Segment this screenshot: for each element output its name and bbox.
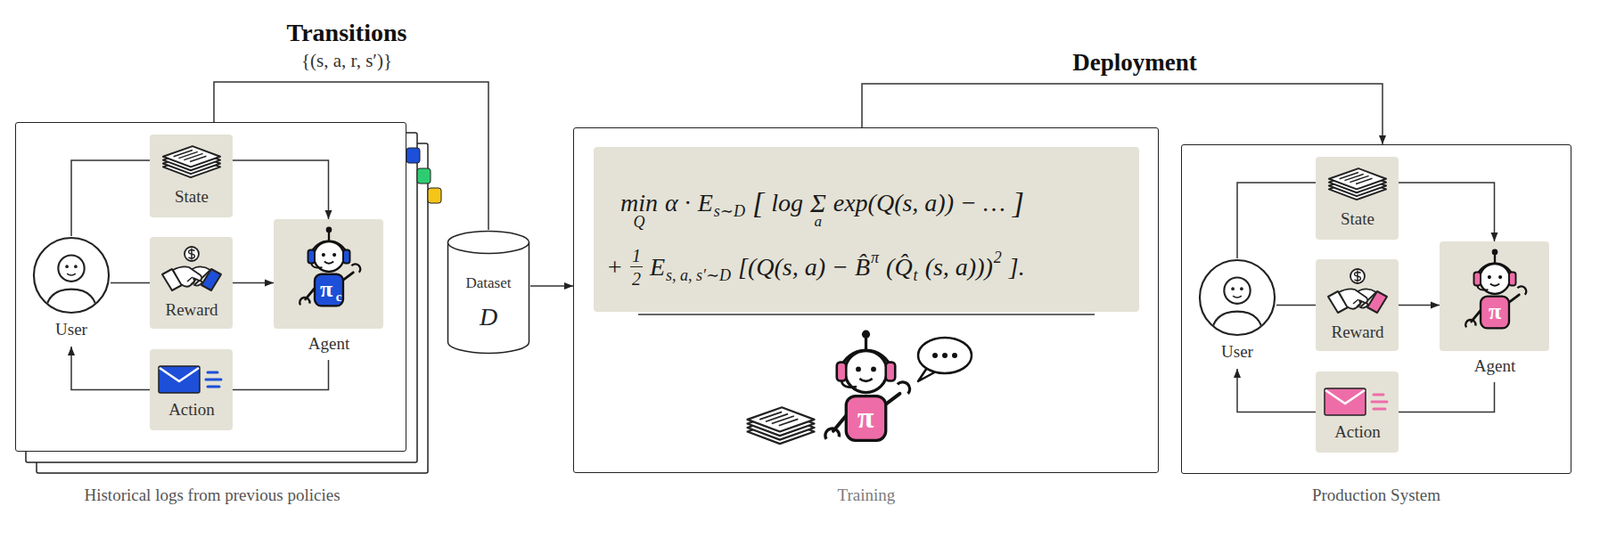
node-label: Dataset <box>466 274 512 293</box>
cylinder-outline-part <box>448 242 530 354</box>
set-notation: {(s, a, r, s′)} <box>301 49 393 72</box>
training-robot <box>825 330 911 442</box>
connector <box>110 282 150 285</box>
labelled-box: State <box>149 134 233 218</box>
blue-tab <box>406 147 420 164</box>
policy-symbol: c <box>336 289 343 305</box>
agent-node: πAgent <box>1439 241 1550 383</box>
connector <box>71 346 150 391</box>
connector <box>213 82 489 230</box>
log-interior <box>33 146 361 394</box>
formula-term: a <box>814 213 823 231</box>
flow-title: Transitions <box>287 18 408 48</box>
formula-term: + <box>606 253 624 282</box>
formula-term: [ <box>752 185 764 221</box>
formula-term: E <box>697 188 714 218</box>
panel-frame: Production SystemUserStateRewardActionπA… <box>1181 144 1572 475</box>
connector <box>1237 182 1316 259</box>
node-label: State <box>174 187 209 207</box>
formula-term: (Q̂ <box>886 253 913 282</box>
connector <box>1398 182 1495 242</box>
formula-term: t <box>913 266 919 286</box>
formula-term: log <box>771 188 804 218</box>
connector <box>232 282 274 285</box>
labelled-box: Action <box>149 349 233 431</box>
connector <box>1276 304 1316 307</box>
cylinder-outline <box>446 229 531 355</box>
connector <box>232 360 329 391</box>
formula-term: exp(Q(s, a)) − … <box>833 188 1006 218</box>
dataset-cylinder: DatasetD <box>446 229 531 355</box>
speech-bubble-part <box>932 352 938 359</box>
panel-frame: Historical logs from previous policiesUs… <box>15 122 407 452</box>
connector <box>232 160 329 220</box>
formula-term: ] <box>1012 185 1025 221</box>
cylinder-outline-part <box>448 231 530 255</box>
node-label: Agent <box>308 334 350 354</box>
panel-caption: Production System <box>1312 485 1441 506</box>
formula-term: s∼D <box>713 202 746 222</box>
policy-symbol: π <box>1488 298 1502 326</box>
agent-tile <box>273 219 384 329</box>
connector <box>530 285 574 288</box>
labelled-box: Action <box>1315 371 1399 453</box>
panel-caption: Training <box>837 485 896 506</box>
formula-term: α · <box>664 188 691 218</box>
speech-bubble-part <box>918 365 938 382</box>
formula-term: π <box>870 248 879 268</box>
formula-term: [(Q(s, a) − B̂ <box>738 253 870 282</box>
agent-node: πcAgent <box>273 219 384 361</box>
user-node: User <box>1197 258 1277 370</box>
speech-bubble-part <box>942 352 948 359</box>
labelled-box: State <box>1315 156 1399 240</box>
node-label: D <box>479 303 498 332</box>
panel-caption: Historical logs from previous policies <box>83 485 340 506</box>
policy-symbol: π <box>320 276 333 304</box>
training-papers <box>747 407 815 444</box>
connector <box>1237 369 1316 413</box>
speech-bubble-part <box>918 337 972 374</box>
formula-term: 2 <box>631 269 641 290</box>
log-sheet <box>15 122 407 452</box>
formula-term: E <box>649 253 665 282</box>
node-label: User <box>55 320 88 340</box>
formula-term: 2 <box>993 248 1002 268</box>
agent-tile <box>1439 241 1550 352</box>
formula-term: (s, a))) <box>925 253 993 282</box>
speech-bubble <box>918 337 972 382</box>
formula-term: s, a, s′∼D <box>665 266 731 286</box>
flow-title: Deployment <box>1072 49 1197 77</box>
node-label: Reward <box>1330 322 1384 343</box>
formula-box: minQα ·Es∼D[logΣaexp(Q(s, a)) − …]+12Es,… <box>593 147 1140 312</box>
node-label: State <box>1340 209 1375 230</box>
labelled-box: Reward <box>149 237 233 329</box>
node-label: User <box>1221 342 1254 362</box>
connector <box>71 160 150 237</box>
formula-term: 1 <box>630 246 643 268</box>
policy-symbol: π <box>857 400 875 435</box>
user-node: User <box>32 236 111 347</box>
yellow-tab <box>427 188 442 204</box>
connector <box>1398 304 1440 307</box>
speech-bubble-part <box>951 352 958 359</box>
green-tab <box>417 168 431 184</box>
node-label: Action <box>1334 422 1381 443</box>
formula-term: Q <box>633 213 646 232</box>
formula-term: ]. <box>1009 253 1026 282</box>
node-label: Agent <box>1474 356 1516 377</box>
labelled-box: Reward <box>1315 259 1399 352</box>
connector <box>861 83 1383 145</box>
formula-underline <box>638 313 1095 315</box>
node-label: Reward <box>164 300 218 320</box>
connector <box>1398 382 1495 413</box>
node-label: Action <box>168 400 215 420</box>
production-interior <box>1199 168 1527 416</box>
